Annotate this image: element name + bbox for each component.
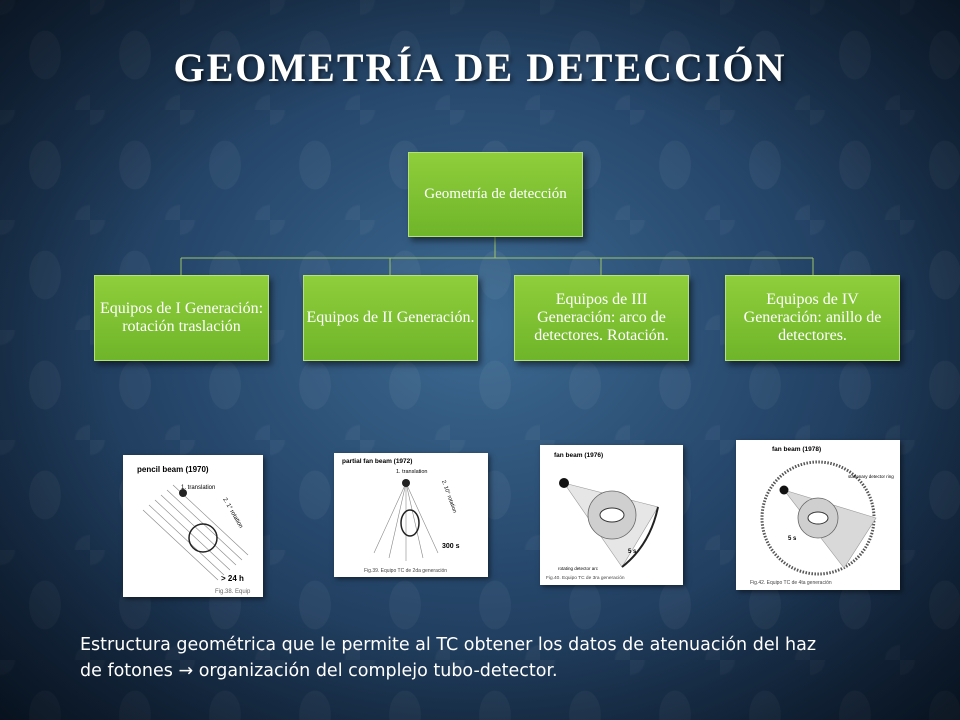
figure-gen-1-label: pencil beam (1970) [137,465,209,474]
figure-gen-1-text-2: 2. 1° rotation [221,497,243,530]
child-node-gen-2: Equipos de II Generación. [303,275,478,361]
figure-gen-1-text-3: > 24 h [221,574,244,583]
tube-dot [559,478,569,488]
patient-ellipse [599,507,625,523]
description-line-2: de fotones → organización del complejo t… [80,658,910,684]
description-line-1: Estructura geométrica que le permite al … [80,635,817,655]
page-title: GEOMETRÍA DE DETECCIÓN [173,45,787,90]
fan-beam-ring-diagram: fan beam (1978) stationary detector ring… [750,446,894,586]
pencil-beam-diagram: pencil beam (1970) 1. translation 2. 1° … [137,465,251,595]
figure-gen-3: fan beam (1976) 5 s rotating detector ar… [540,445,683,585]
figure-gen-4-label: fan beam (1978) [772,446,821,453]
figure-gen-3-text-1: rotating detector arc [558,566,599,571]
figure-gen-2: partial fan beam (1972) 1. translation 2… [334,453,488,577]
figure-gen-1-caption: Fig.38. Equip [215,589,251,595]
patient-circle [188,523,218,553]
description-line-2-start: de fotones [80,661,173,682]
beam-lines [142,484,249,581]
description-line-2-end: organización del complejo tubo-detector. [198,661,558,682]
tube-dot [779,485,789,495]
figure-gen-2-caption: Fig.39. Equipo TC de 2da generación [364,568,447,574]
figure-gen-3-caption: Fig.40. Equipo TC de 3ra generación [546,575,625,581]
figure-gen-3-text-2: 5 s [628,549,637,555]
patient-ellipse [400,509,420,537]
child-node-gen-3: Equipos de III Generación: arco de detec… [514,275,689,361]
fan-lines [373,482,439,561]
fan-beam-arc-diagram: fan beam (1976) 5 s rotating detector ar… [546,452,659,581]
child-node-gen-4: Equipos de IV Generación: anillo de dete… [725,275,900,361]
figure-gen-2-text-3: 300 s [442,543,460,550]
child-node-gen-1: Equipos de I Generación: rotación trasla… [94,275,269,361]
root-node: Geometría de detección [408,152,583,237]
tube-dot [402,479,410,487]
figure-gen-4-text-1: stationary detector ring [848,474,894,479]
figure-gen-3-label: fan beam (1976) [554,452,603,459]
detector-arc [621,506,659,568]
arrow-right-icon: → [178,661,194,682]
figure-gen-1-text-1: 1. translation [181,485,215,491]
figure-gen-2-text-1: 1. translation [396,469,428,475]
patient-ellipse [807,511,829,525]
figure-gen-4-text-2: 5 s [788,536,797,542]
figure-gen-4: fan beam (1978) stationary detector ring… [736,440,900,590]
partial-fan-beam-diagram: partial fan beam (1972) 1. translation 2… [342,458,460,574]
figure-gen-4-caption: Fig.42. Equipo TC de 4ta generación [750,580,832,586]
figure-gen-2-text-2: 2. 10° rotation [440,480,457,514]
figure-gen-2-label: partial fan beam (1972) [342,458,412,465]
tube-dot [179,489,187,497]
description-text: Estructura geométrica que le permite al … [80,632,910,685]
figure-gen-1: pencil beam (1970) 1. translation 2. 1° … [123,455,263,597]
